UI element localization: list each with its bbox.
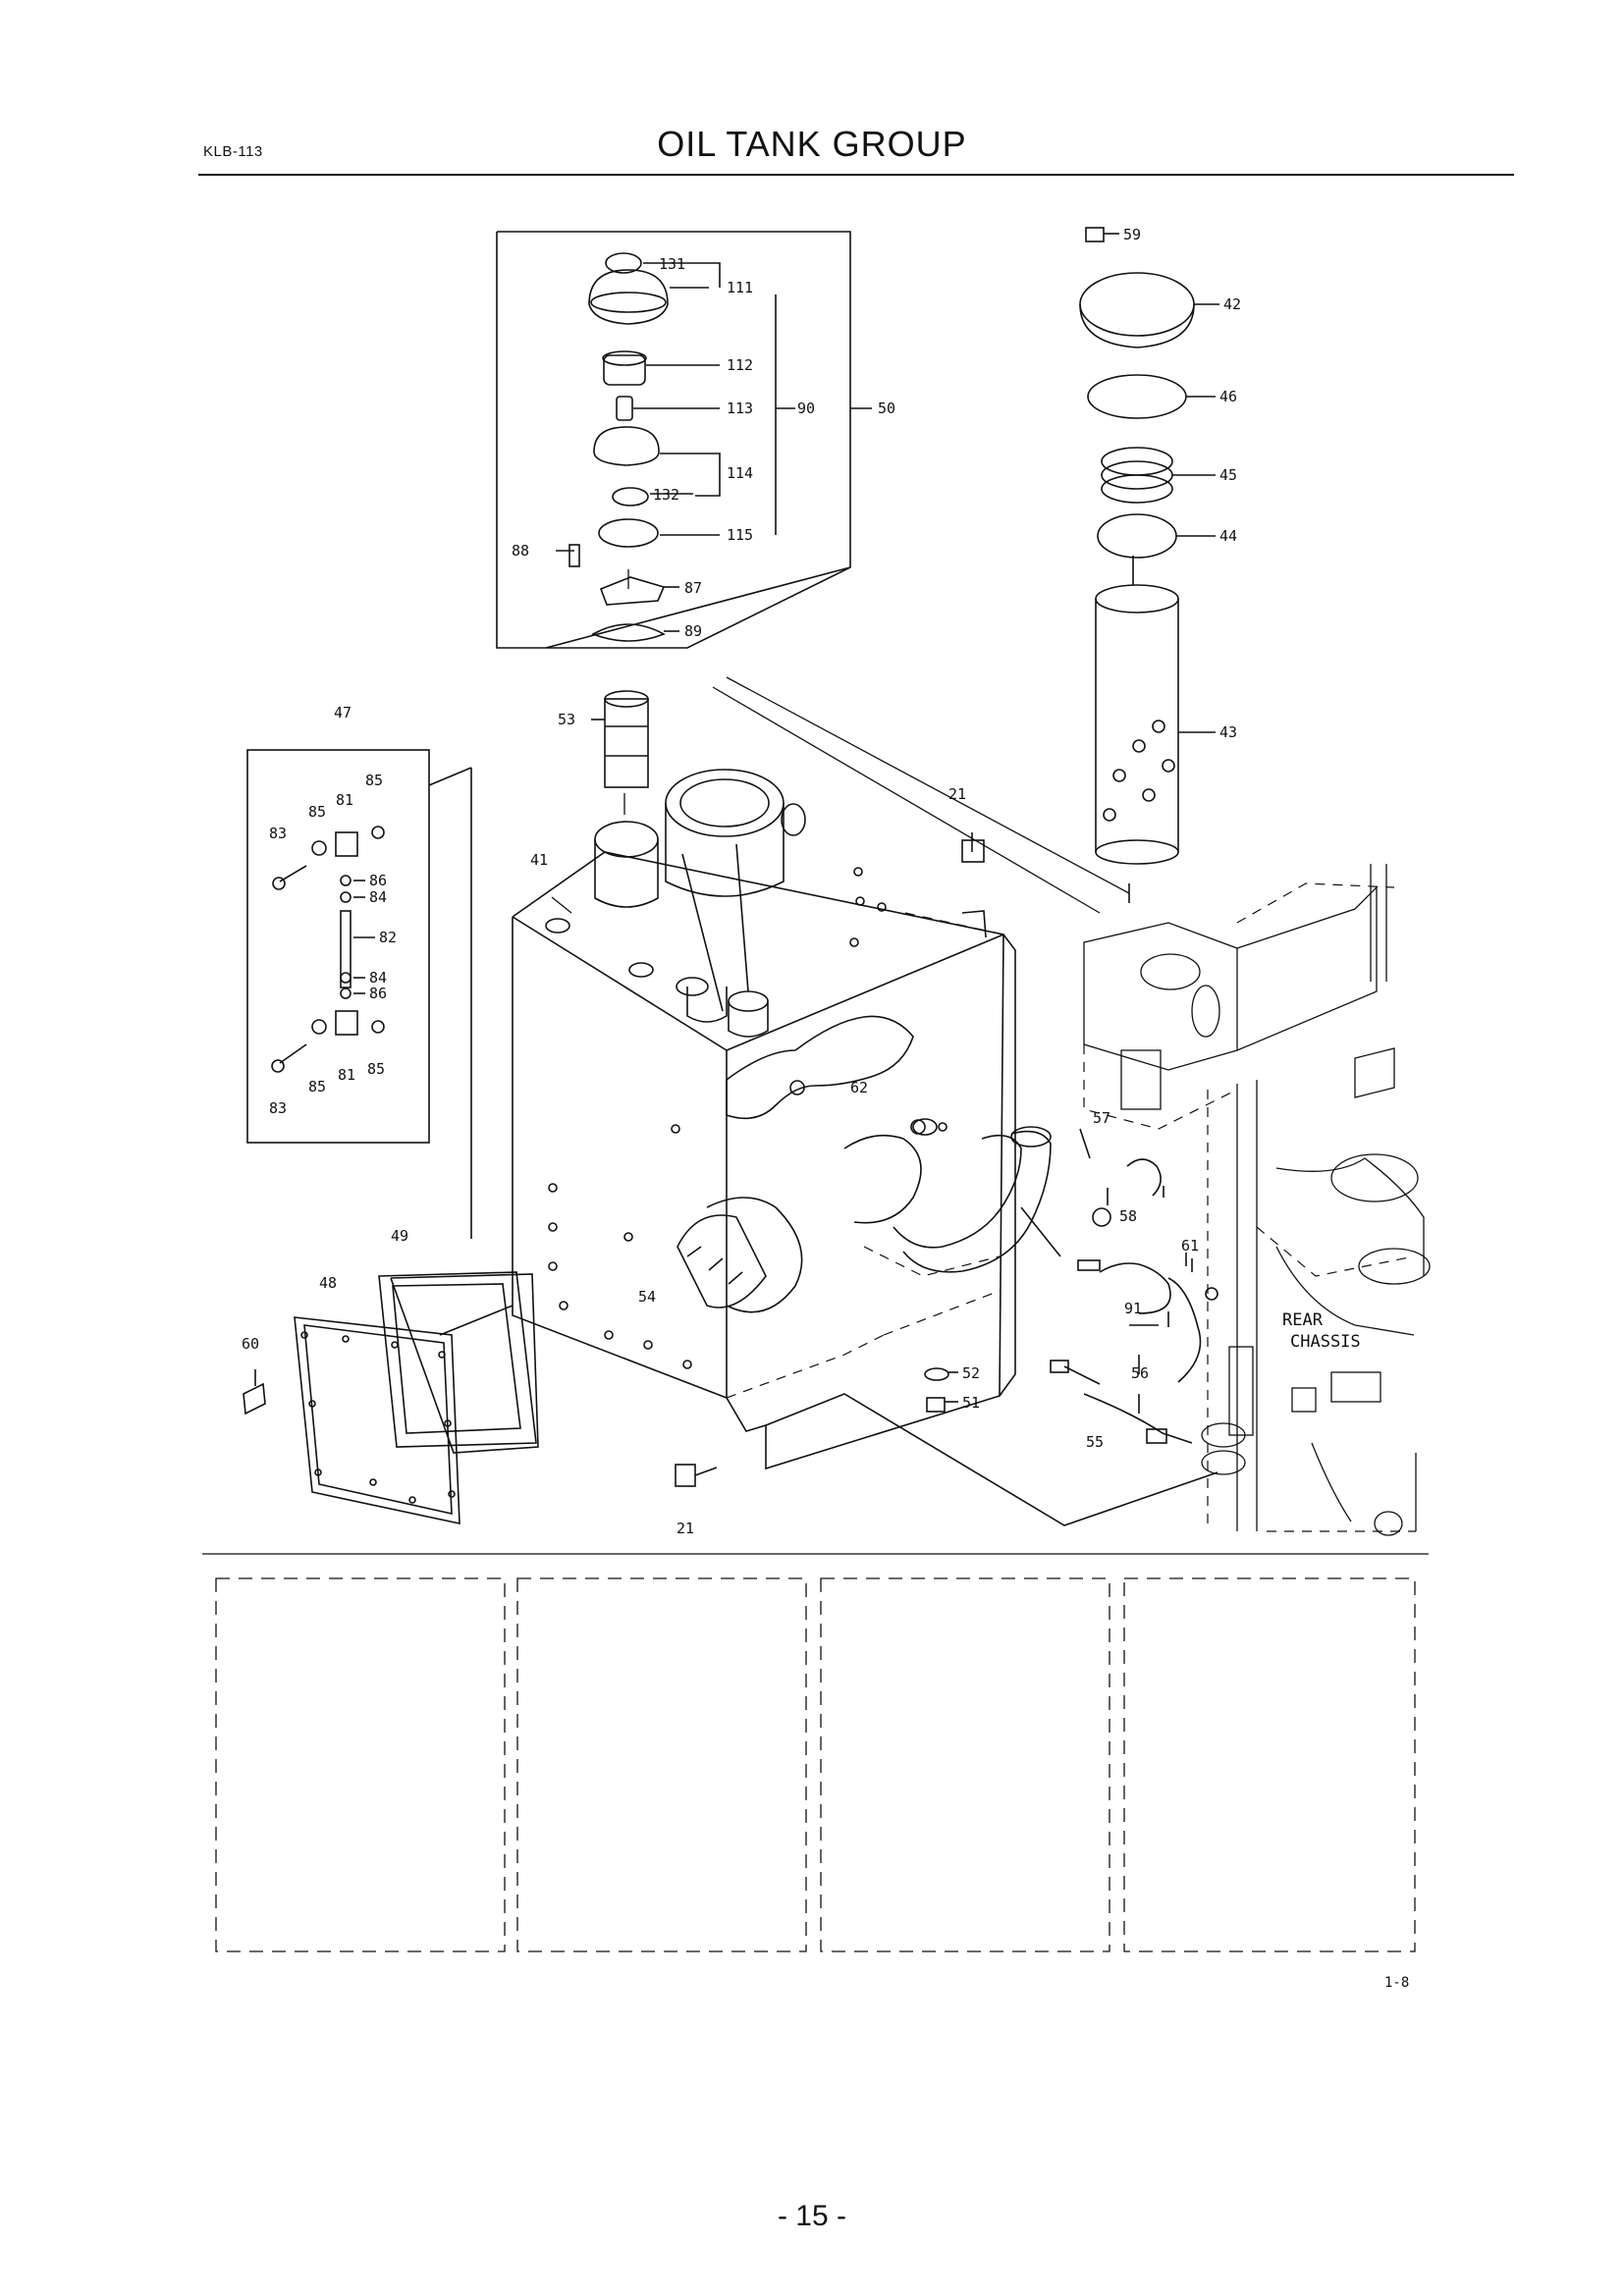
- sensor-harness-parts: [912, 832, 1218, 1444]
- callout-48: 48: [319, 1274, 337, 1292]
- breather-kit-box: [496, 231, 851, 649]
- callout-55: 55: [1086, 1433, 1104, 1451]
- strainer-part: [591, 690, 649, 788]
- callout-81: 81: [336, 791, 353, 809]
- callout-85: 85: [367, 1060, 385, 1078]
- callout-56: 56: [1131, 1364, 1149, 1382]
- callout-88: 88: [512, 542, 529, 560]
- callout-84: 84: [369, 888, 387, 906]
- callout-83: 83: [269, 825, 287, 842]
- callout-58: 58: [1119, 1207, 1137, 1225]
- callout-91: 91: [1124, 1300, 1142, 1317]
- callout-47: 47: [334, 704, 352, 721]
- rear-chassis-label-line1: REAR: [1282, 1310, 1324, 1330]
- callout-84: 84: [369, 969, 387, 987]
- header-rule: [198, 174, 1514, 176]
- document-code: KLB-113: [203, 143, 263, 160]
- callout-labels: 131 111 112 113 90 50 114 132 115 88 87 …: [242, 226, 1361, 1537]
- return-pipe-assembly: [677, 1126, 1052, 1313]
- callout-54: 54: [638, 1288, 656, 1306]
- callout-44: 44: [1219, 527, 1237, 545]
- callout-41: 41: [530, 851, 548, 869]
- level-gauge-kit-box: [246, 749, 472, 1239]
- callout-57: 57: [1093, 1109, 1110, 1127]
- callout-86: 86: [369, 872, 387, 889]
- callout-43: 43: [1219, 723, 1237, 741]
- callout-46: 46: [1219, 388, 1237, 405]
- assembly-leader-lines: [551, 569, 1130, 914]
- callout-60: 60: [242, 1335, 259, 1353]
- callout-53: 53: [558, 711, 575, 728]
- rear-chassis-label-line2: CHASSIS: [1290, 1332, 1361, 1352]
- callout-86: 86: [369, 985, 387, 1002]
- callout-45: 45: [1219, 466, 1237, 484]
- callout-112: 112: [727, 356, 753, 374]
- callout-82: 82: [379, 929, 397, 946]
- callout-52: 52: [962, 1364, 980, 1382]
- rear-chassis-frame: [1083, 864, 1431, 1536]
- callout-89: 89: [684, 622, 702, 640]
- callout-21: 21: [677, 1520, 694, 1537]
- sheet-reference: 1-8: [1384, 1975, 1410, 1991]
- tank-hidden-edges: [726, 912, 1004, 1399]
- callout-90: 90: [797, 400, 815, 417]
- callout-49: 49: [391, 1227, 408, 1245]
- callout-59: 59: [1123, 226, 1141, 243]
- callout-81: 81: [338, 1066, 355, 1084]
- breather-cap-parts: [568, 252, 669, 642]
- callout-21: 21: [948, 785, 966, 803]
- callout-85: 85: [308, 1078, 326, 1095]
- callout-83: 83: [269, 1099, 287, 1117]
- callout-114: 114: [727, 464, 753, 482]
- return-filter-parts: [1079, 227, 1195, 865]
- level-gauge-leader-lines: [353, 880, 375, 994]
- callout-85: 85: [365, 772, 383, 789]
- nut-part: [243, 1369, 266, 1415]
- level-gauge-parts: [271, 826, 385, 1073]
- breather-leader-lines: [556, 262, 872, 632]
- cover-plate: [294, 1316, 460, 1524]
- tank-bolts: [548, 867, 947, 1369]
- callout-111: 111: [727, 279, 753, 296]
- callout-87: 87: [684, 579, 702, 597]
- callout-62: 62: [850, 1079, 868, 1096]
- callout-85: 85: [308, 803, 326, 821]
- callout-113: 113: [727, 400, 753, 417]
- hydraulic-tank-body: [512, 769, 1016, 1470]
- callout-115: 115: [727, 526, 753, 544]
- page-title: OIL TANK GROUP: [657, 124, 967, 164]
- callout-132: 132: [653, 486, 679, 504]
- callout-51: 51: [962, 1394, 980, 1412]
- note-boxes: [215, 1577, 1416, 1952]
- chassis-dashed-outline: [1083, 882, 1416, 1532]
- page-number: - 15 -: [777, 2200, 847, 2232]
- tank-bottom-hardware: [675, 1367, 1218, 1526]
- cover-gasket: [378, 1271, 539, 1454]
- callout-131: 131: [659, 255, 685, 273]
- callout-50: 50: [878, 400, 895, 417]
- callout-42: 42: [1223, 295, 1241, 313]
- gasket-leader: [439, 1305, 514, 1336]
- callout-61: 61: [1181, 1237, 1199, 1255]
